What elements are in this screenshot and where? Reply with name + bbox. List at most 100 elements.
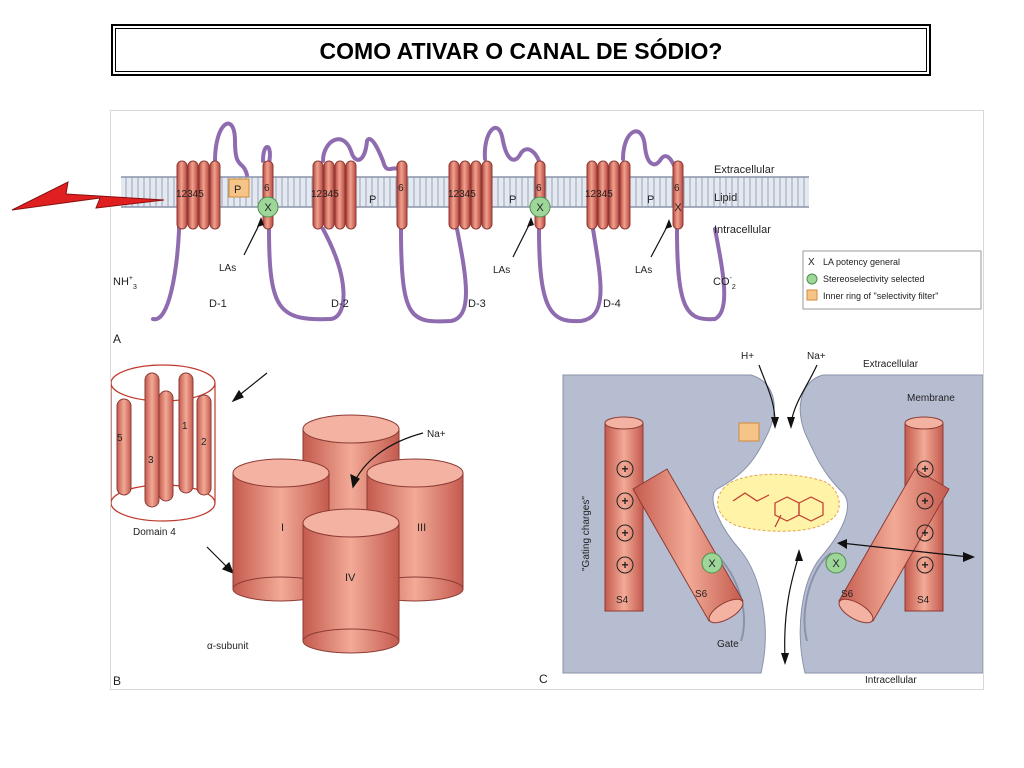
selectivity-marker-c-right <box>825 552 847 574</box>
p-label-d3: P <box>509 194 516 206</box>
page-title: COMO ATIVAR O CANAL DE SÓDIO? <box>319 38 723 64</box>
legend: X LA potency general Stereoselectivity s… <box>802 250 982 310</box>
c-terminus-label: CO <box>713 276 730 288</box>
drug-molecule <box>717 473 840 532</box>
na-label-c: Na+ <box>807 351 826 362</box>
s4-label-left: S4 <box>616 595 629 606</box>
n-terminus-sup: + <box>129 275 133 282</box>
las-label-d3: LAs <box>493 265 510 276</box>
panel-c: + + + + + + + + X X <box>539 351 984 686</box>
subunit-label-iv: IV <box>345 572 356 584</box>
las-label-d4: LAs <box>635 265 652 276</box>
s4-label-right: S4 <box>917 595 930 606</box>
gate-label: Gate <box>717 639 739 650</box>
s6-right <box>838 468 950 624</box>
s6-label-left: S6 <box>695 589 708 600</box>
filter-box-d1 <box>228 178 250 198</box>
subunit-label-iii: III <box>417 522 426 534</box>
panel-a-letter: A <box>113 332 121 346</box>
helix-number-3: 3 <box>148 455 154 466</box>
plus-l3: + <box>621 526 628 540</box>
plus-r4: + <box>921 558 928 572</box>
plus-l1: + <box>621 462 628 476</box>
title-box: COMO ATIVAR O CANAL DE SÓDIO? <box>111 24 931 76</box>
x-label-d1: X <box>264 202 272 214</box>
plus-r1: + <box>921 462 928 476</box>
svg-text:NH+3: NH+3 <box>113 275 137 291</box>
legend-circle-icon <box>806 273 818 285</box>
s4-left <box>604 416 644 612</box>
selectivity-marker-c-left <box>701 552 723 574</box>
alpha-subunit-cylinders: I III IV <box>232 414 464 654</box>
svg-text:CO-2: CO- 2 <box>713 275 736 291</box>
legend-item-3: Inner ring of "selectivity filter" <box>823 291 938 301</box>
panel-b: 1 2 3 5 Domain 4 <box>110 364 464 688</box>
selectivity-marker-d3 <box>529 196 551 218</box>
figure-svg: 12345 12345 12345 12345 6 6 6 6 P P P P … <box>110 121 984 688</box>
legend-square-icon <box>806 289 818 301</box>
c-terminus-sub: 2 <box>732 284 736 291</box>
p-label-d2: P <box>369 194 376 206</box>
plus-r3: + <box>921 526 928 540</box>
lightning-arrow-icon <box>11 181 165 211</box>
x-label-c-left: X <box>708 558 716 570</box>
helix-label-d1: 12345 <box>176 189 204 200</box>
domain-label-1: D-1 <box>209 298 227 310</box>
legend-item-1: LA potency general <box>823 257 900 267</box>
alpha-subunit-label: α-subunit <box>207 641 249 652</box>
domain-4-helices <box>586 160 684 230</box>
gating-charges-right <box>916 460 934 574</box>
las-label-d1: LAs <box>219 263 236 274</box>
gating-charges-left <box>616 460 634 574</box>
p-label-d1: P <box>234 184 241 196</box>
n-terminus-sub: 3 <box>133 284 137 291</box>
h-label: H+ <box>741 351 754 362</box>
x-label-d3: X <box>536 202 544 214</box>
p-label-d4: P <box>647 194 654 206</box>
na-label-b: Na+ <box>427 429 446 440</box>
extracellular-label-a: Extracellular <box>714 164 775 176</box>
helix-number-1: 1 <box>182 421 188 432</box>
loops <box>151 121 727 324</box>
panel-c-letter: C <box>539 672 548 686</box>
intracellular-label-c: Intracellular <box>865 675 917 686</box>
panel-b-letter: B <box>113 674 121 688</box>
helix-six-d2: 6 <box>398 183 404 194</box>
panel-a: 12345 12345 12345 12345 6 6 6 6 P P P P … <box>113 121 982 346</box>
helix-six-d1: 6 <box>264 183 270 194</box>
domain-label-4: D-4 <box>603 298 621 310</box>
helix-number-2: 2 <box>201 437 207 448</box>
domain-4-cylinder: 1 2 3 5 Domain 4 <box>110 364 216 538</box>
plus-r2: + <box>921 494 928 508</box>
gate-curve-right <box>803 552 832 642</box>
extracellular-label-c: Extracellular <box>863 359 919 370</box>
domain-3-helices <box>448 160 546 230</box>
domain-label-2: D-2 <box>331 298 349 310</box>
c-terminus-sup: - <box>730 275 733 282</box>
lipid-label: Lipid <box>714 192 737 204</box>
helix-six-d4: 6 <box>674 183 680 194</box>
s6-label-right: S6 <box>841 589 854 600</box>
legend-item-2: Stereoselectivity selected <box>823 274 925 284</box>
helix-label-d4: 12345 <box>585 189 613 200</box>
domain-label-3: D-3 <box>468 298 486 310</box>
x-label-c-right: X <box>832 558 840 570</box>
selectivity-marker-d1 <box>257 196 279 218</box>
domain-2-helices <box>312 160 408 230</box>
plus-l2: + <box>621 494 628 508</box>
x-label-d4: X <box>674 202 682 214</box>
helix-label-d2: 12345 <box>311 189 339 200</box>
domain-4-label: Domain 4 <box>133 527 176 538</box>
helix-six-d3: 6 <box>536 183 542 194</box>
s6-left <box>632 468 744 624</box>
n-terminus-label: NH <box>113 276 129 288</box>
legend-x-icon: X <box>808 257 815 268</box>
molecule-structure <box>732 492 824 528</box>
plus-l4: + <box>621 558 628 572</box>
intracellular-label-a: Intracellular <box>714 224 771 236</box>
membrane-label: Membrane <box>907 393 955 404</box>
gating-charges-label: "Gating charges" <box>581 496 592 571</box>
helix-number-5: 5 <box>117 433 123 444</box>
helix-label-d3: 12345 <box>448 189 476 200</box>
subunit-label-i: I <box>281 522 284 534</box>
